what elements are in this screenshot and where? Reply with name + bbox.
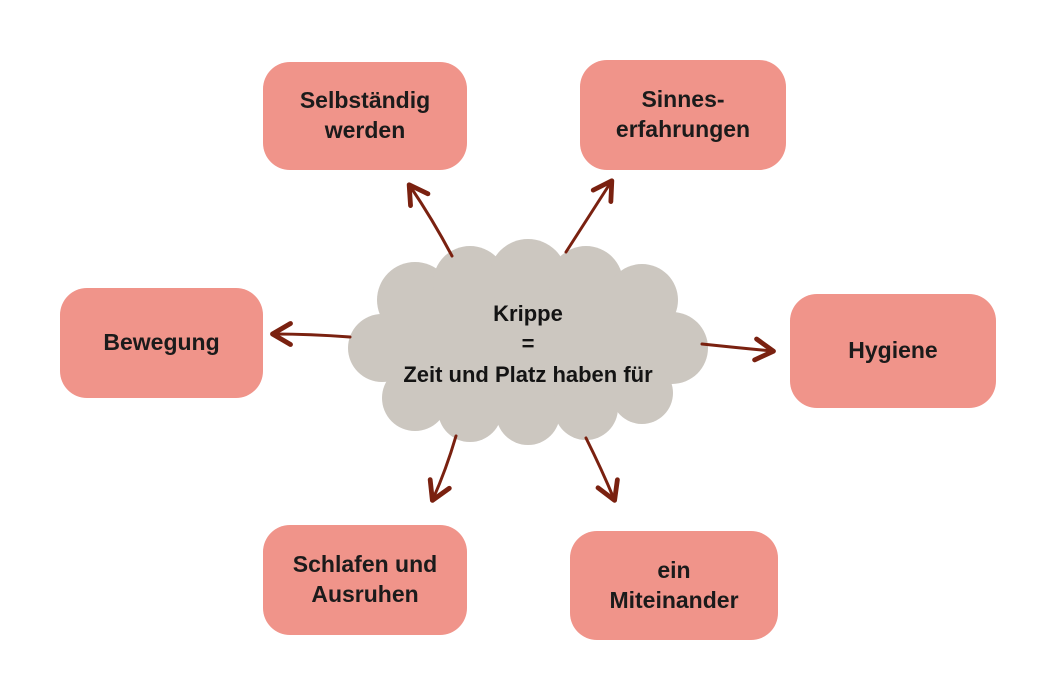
center-label-line: Krippe <box>493 301 563 326</box>
node-label-line: werden <box>324 117 406 143</box>
node-label-line: Bewegung <box>103 329 220 356</box>
arrow-to-schlafen-und-ausruhen <box>427 434 458 503</box>
center-label-line: Zeit und Platz haben für <box>403 361 653 387</box>
center-cloud-label: Krippe = Zeit und Platz haben für <box>352 299 704 390</box>
arrow-to-ein-miteinander <box>584 436 620 503</box>
node-label-line: Ausruhen <box>311 581 419 607</box>
center-label-line: = <box>521 331 535 357</box>
node-sinneserfahrungen: Sinnes- erfahrungen <box>580 60 786 170</box>
node-label-line: Hygiene <box>848 337 938 364</box>
arrow-to-selbstaendig-werden <box>406 182 454 258</box>
node-label-line: Sinnes- <box>641 86 725 113</box>
node-hygiene: Hygiene <box>790 294 996 408</box>
node-bewegung: Bewegung <box>60 288 263 398</box>
center-cloud-shape <box>348 239 708 445</box>
node-label-line: Selbständig <box>299 87 431 114</box>
node-ein-miteinander: ein Miteinander <box>570 531 778 640</box>
arrow-to-sinneserfahrungen <box>564 178 615 254</box>
node-label-line: Schlafen und <box>292 551 438 578</box>
node-schlafen-und-ausruhen: Schlafen und Ausruhen <box>263 525 467 635</box>
node-label-line: ein <box>657 556 691 583</box>
arrow-to-hygiene <box>700 336 776 363</box>
node-label-line: erfahrungen <box>615 116 751 142</box>
node-selbstaendig-werden: Selbständig werden <box>263 62 467 170</box>
node-label-line: Miteinander <box>609 586 739 613</box>
arrow-to-bewegung <box>270 321 352 347</box>
